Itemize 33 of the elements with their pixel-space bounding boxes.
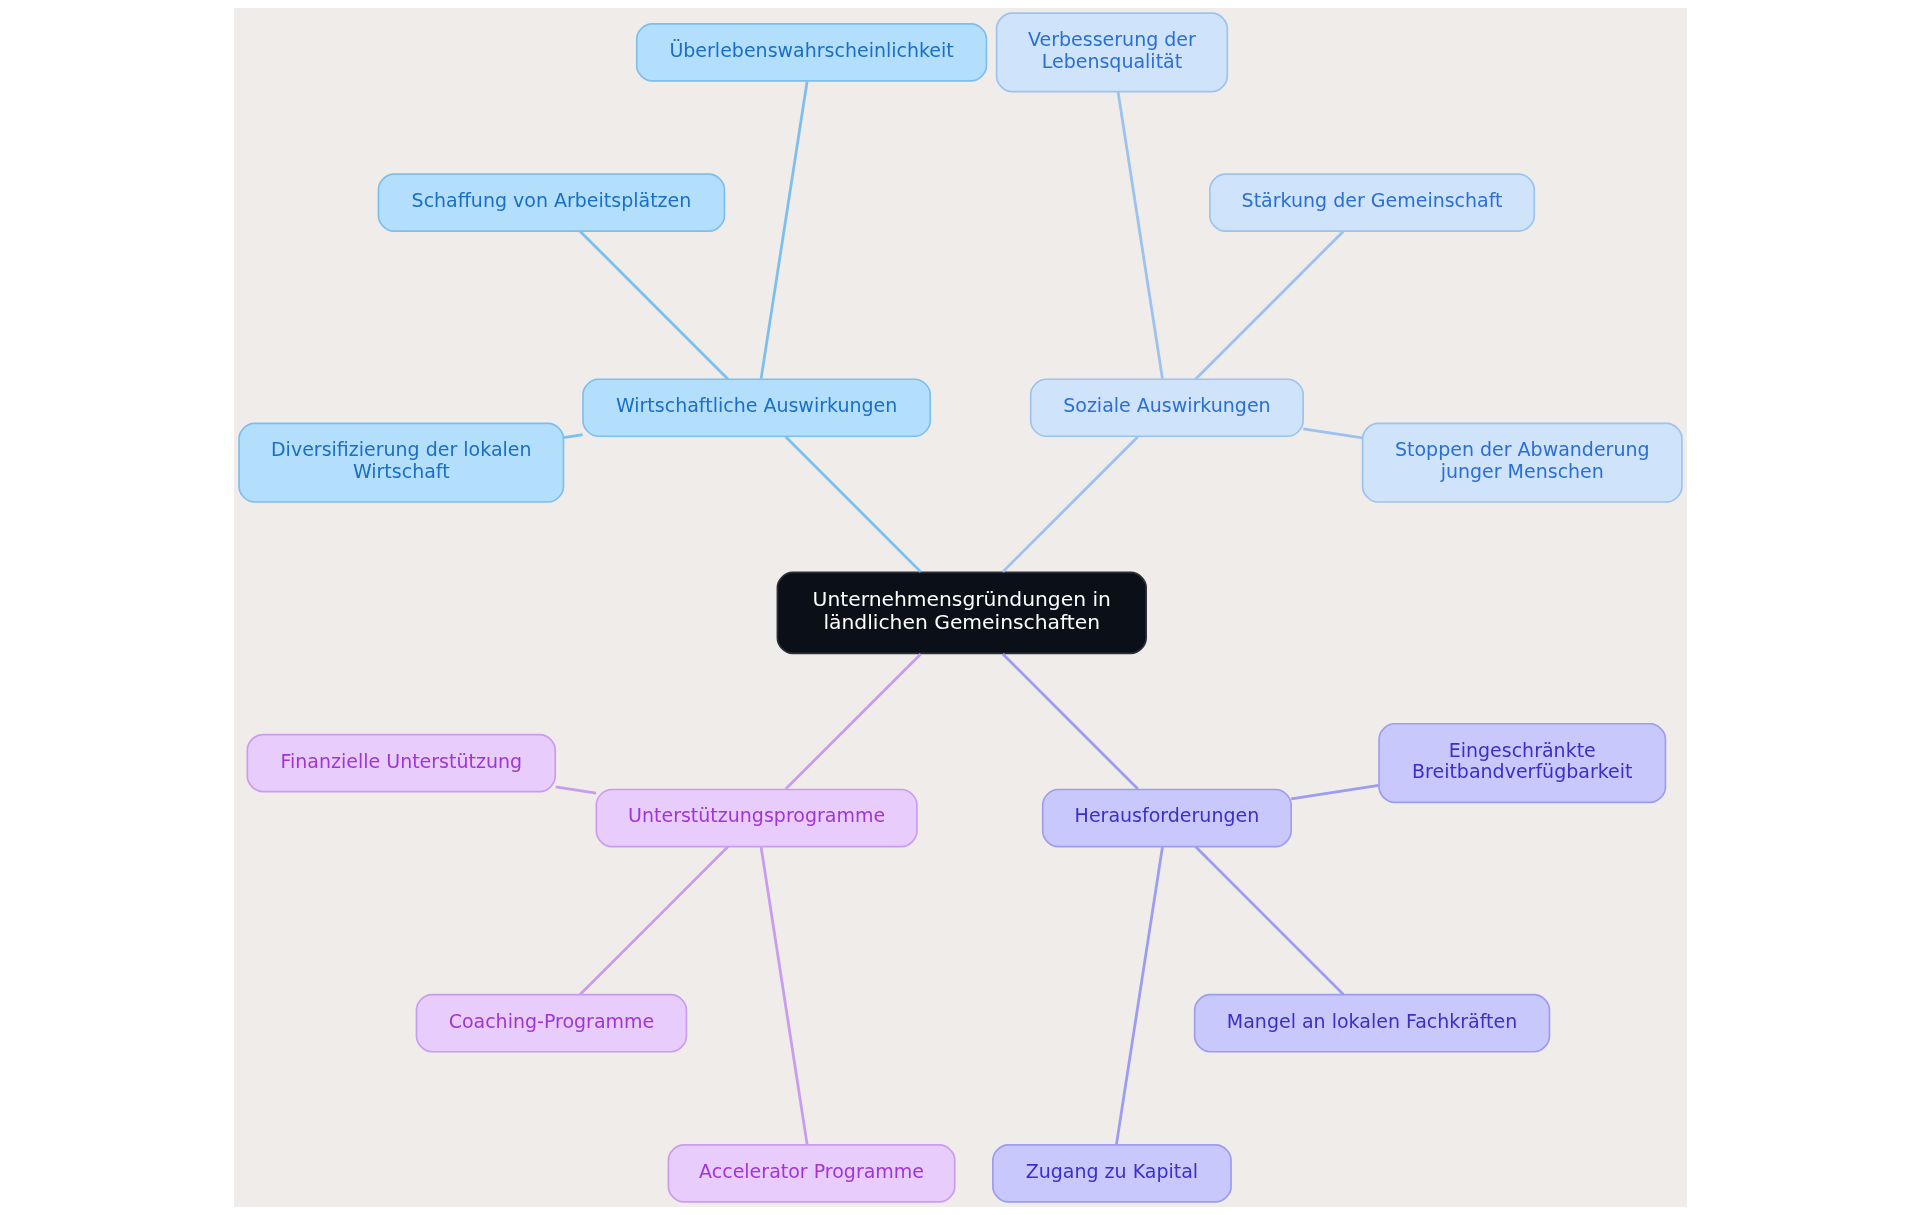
node-box: Unterstützungsprogramme [595,788,918,848]
connector [784,652,922,790]
node-box: Diversifizierung der lokalen Wirtschaft [237,422,564,503]
connector [1114,846,1164,1145]
connector [1116,91,1164,379]
node-box: Überlebenswahrscheinlichkeit [635,23,987,82]
node-box: Coaching-Programme [415,993,687,1053]
node-box: Accelerator Programme [667,1144,956,1203]
node-box: Wirtschaftliche Auswirkungen [581,378,931,438]
connector [562,433,583,439]
node-box: Verbesserung der Lebensqualität [995,12,1228,93]
node-box: Finanzielle Unterstützung [246,733,556,793]
node-box: Schaffung von Arbeitsplätzen [377,173,725,232]
connector [1302,427,1363,440]
connector [759,846,808,1145]
connector [555,785,596,795]
connector [1290,783,1379,801]
connector [578,845,729,996]
connector [784,435,922,573]
connector [1001,652,1139,790]
node-box: Mangel an lokalen Fachkräften [1193,993,1550,1053]
connector [578,230,729,381]
connector [1193,230,1344,381]
node-box: Soziale Auswirkungen [1029,378,1304,438]
node-box: Unternehmensgründungen in ländlichen Gemeinschaften [776,571,1147,655]
connector [759,81,808,379]
node-box: Eingeschränkte Breitbandverfügbarkeit [1377,722,1666,804]
node-box: Stärkung der Gemeinschaft [1208,173,1535,232]
connector [1193,845,1344,996]
node-box: Herausforderungen [1041,788,1292,848]
node-box: Stoppen der Abwanderung junger Menschen [1361,422,1683,503]
node-box: Zugang zu Kapital [991,1144,1232,1203]
connector [1001,435,1139,573]
